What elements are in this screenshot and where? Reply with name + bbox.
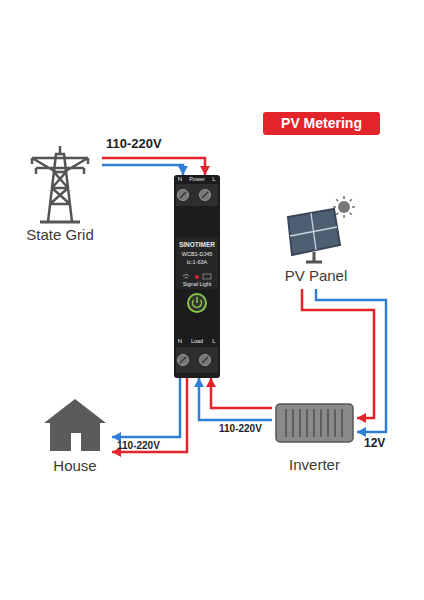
device-marking: N xyxy=(175,338,185,345)
neutral-wire xyxy=(199,378,272,420)
neutral-wire xyxy=(102,165,183,175)
device-marking: N xyxy=(175,176,185,183)
pv-panel-node: PV Panel xyxy=(276,195,356,289)
node-label: State Grid xyxy=(18,226,102,243)
device-marking: Signal Light xyxy=(174,281,220,287)
device-marking: L xyxy=(209,338,219,345)
node-label: Inverter xyxy=(272,456,357,473)
house-node: House xyxy=(38,393,112,478)
live-wire xyxy=(211,378,272,408)
live-wire xyxy=(102,158,205,175)
device-marking: SINOTIMER xyxy=(174,241,220,248)
voltage-label: 110-220V xyxy=(106,137,162,151)
device-marking: Ic:1-63A xyxy=(174,259,220,265)
state-grid-node: State Grid xyxy=(18,142,102,248)
voltage-label: 110-220V xyxy=(117,440,160,451)
device-marking: L xyxy=(209,176,219,183)
inverter-node: Inverter xyxy=(272,400,357,478)
node-label: PV Panel xyxy=(276,267,356,284)
voltage-label: 110-220V xyxy=(219,423,262,434)
power-wire-pair xyxy=(199,378,272,420)
device-marking: WCB1-DJ45 xyxy=(174,251,220,257)
breaker-illustration xyxy=(174,175,220,378)
node-label: House xyxy=(38,457,112,474)
device-marking: Load xyxy=(185,338,209,344)
voltage-label: 12V xyxy=(364,437,385,450)
live-wire xyxy=(302,289,374,418)
live-wire xyxy=(112,378,187,452)
power-wire-pair xyxy=(102,158,205,175)
power-wire-pair xyxy=(112,378,187,452)
neutral-wire xyxy=(112,378,180,437)
title-banner: PV Metering xyxy=(263,112,380,135)
device-marking: Power xyxy=(185,176,209,182)
smart-meter-breaker: NPowerLSINOTIMERWCB1-DJ45Ic:1-63ASignal … xyxy=(174,175,220,378)
